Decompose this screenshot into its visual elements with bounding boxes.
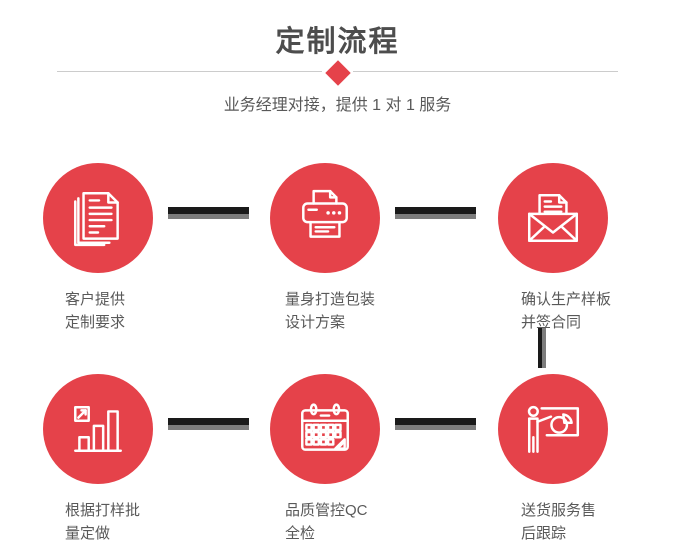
diamond-separator (322, 57, 353, 88)
step-label-line: 全检 (285, 525, 316, 542)
step-label-line: 根据打样批 (65, 502, 141, 519)
red-diamond-icon (324, 59, 351, 86)
step-circle-1 (43, 163, 153, 273)
step-label-line: 确认生产样板 (521, 291, 612, 308)
step-label-4: 根据打样批 量定做 (65, 499, 140, 545)
presentation-icon (527, 405, 580, 453)
step-circle-6 (498, 374, 608, 484)
step-label-line: 定制要求 (65, 314, 126, 331)
page-subtitle: 业务经理对接，提供 1 对 1 服务 (223, 97, 452, 114)
step-label-line: 设计方案 (285, 314, 346, 331)
step-label-3: 确认生产样板 并签合同 (521, 288, 611, 334)
calendar-icon (301, 403, 349, 451)
envelope-icon (527, 194, 579, 242)
step-label-line: 并签合同 (521, 314, 582, 331)
page-title: 定制流程 (275, 26, 400, 58)
step-circle-4 (43, 374, 153, 484)
printer-icon (302, 189, 348, 238)
bar-chart-icon (74, 406, 122, 452)
connector-dash-2-3 (395, 207, 476, 219)
connector-dash-5-6 (395, 418, 476, 430)
step-label-5: 品质管控QC 全检 (285, 499, 368, 545)
connector-dash-1-2 (168, 207, 249, 219)
step-label-line: 量定做 (65, 525, 111, 542)
step-label-line: 送货服务售 (521, 502, 597, 519)
step-label-2: 量身打造包装 设计方案 (285, 288, 375, 334)
documents-icon (74, 191, 119, 247)
step-circle-5 (270, 374, 380, 484)
step-circle-2 (270, 163, 380, 273)
step-label-line: 品质管控QC (285, 502, 368, 519)
step-circle-3 (498, 163, 608, 273)
step-label-line: 量身打造包装 (285, 291, 376, 308)
connector-dash-3-6 (538, 328, 546, 368)
step-label-line: 客户提供 (65, 291, 126, 308)
step-label-line: 后跟踪 (521, 525, 567, 542)
step-label-1: 客户提供 定制要求 (65, 288, 125, 334)
connector-dash-4-5 (168, 418, 249, 430)
step-label-6: 送货服务售 后跟踪 (521, 499, 596, 545)
